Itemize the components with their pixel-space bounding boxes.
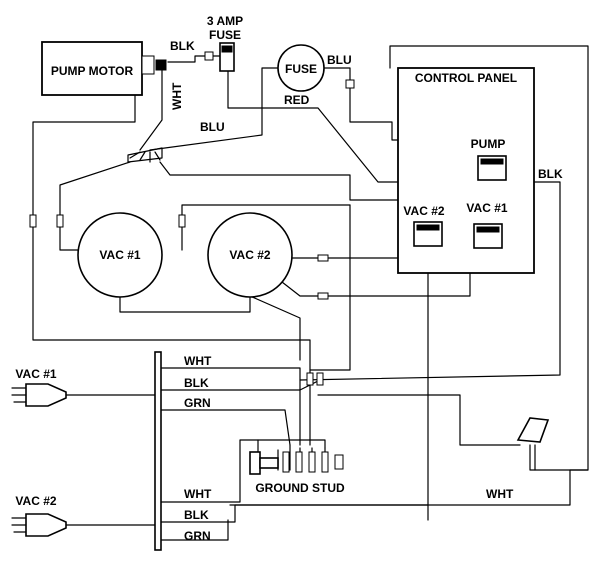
terminal-mid-1 [317,254,329,262]
switch-vac2-label: VAC #2 [403,204,444,218]
wire-label-red: RED [284,93,310,107]
wire-harness-fan [129,151,161,163]
terminal-left-1 [29,214,37,228]
wire-bottom-wht [229,469,589,506]
ground-lug-4 [321,451,329,473]
switch-vac1-rocker [476,226,500,233]
wire-panel-down [309,204,351,371]
wire-nut-leads [317,394,536,471]
plug-vac2-prongs [11,517,27,533]
wire-label-pump-wht: WHT [170,82,184,110]
plug-vac2-label: VAC #2 [15,494,56,508]
vac-motor-1-label: VAC #1 [99,248,140,262]
vac-motor-1: VAC #1 [77,212,163,298]
wire-nut [516,417,550,443]
wire-label-cord2-wht: WHT [184,487,212,501]
switch-pump-label: PUMP [471,137,506,151]
terminal-bus-2 [316,372,324,386]
fuse-holder: 3 AMP FUSE [204,14,243,72]
wire-label-cord2-blk: BLK [184,508,209,522]
wire-cord2-grn [159,519,229,541]
terminal-mid-2 [317,292,329,300]
ground-stud-label: GROUND STUD [255,481,345,495]
wire-label-blu: BLU [200,120,225,134]
wire-label-panel-blk: BLK [538,167,563,181]
vac-motor-2: VAC #2 [207,212,293,298]
switch-vac1-label: VAC #1 [466,201,507,215]
wire-labels: BLK WHT BLU RED BLU BLK WHT BLK GRN WHT … [170,39,563,543]
wire-blu-harness [149,67,279,151]
wire-panel-blk-right [299,181,561,381]
terminals [29,214,329,386]
ground-lug-1 [282,451,290,473]
wire-label-fuse-blu: BLU [327,53,352,67]
inline-fuse-label: FUSE [285,62,317,76]
wire-label-cord2-grn: GRN [184,529,211,543]
inline-fuse-body [277,44,325,92]
wire-harness-vac2 [159,161,421,201]
wire-vac-bottom [119,295,251,313]
wire-label-cord1-blk: BLK [184,376,209,390]
ground-bar [154,351,162,551]
wire-pump-motor-left [32,94,311,446]
wire-pump-wht [139,65,163,151]
harness-connector [127,147,163,163]
wire-cord1-wht [159,367,301,446]
pump-motor-connector [141,55,155,75]
fuse-holder-cap [221,45,233,53]
plug-vac1-label: VAC #1 [15,367,56,381]
wire-panel-return [389,45,589,471]
ground-stud-shaft [259,457,279,469]
ground-lug-3 [308,451,316,473]
wire-label-cord1-grn: GRN [184,396,211,410]
vac-motor-2-label: VAC #2 [229,248,270,262]
ground-stud: GROUND STUD [249,451,345,495]
plug-vac1-body [25,383,67,407]
terminal-bus-1 [306,372,314,386]
ground-lug-2 [295,451,303,473]
control-panel-label: CONTROL PANEL [415,71,517,85]
terminal-left-3 [178,214,186,228]
switch-pump-rocker [480,158,504,165]
wire-label-bottom-wht: WHT [486,487,514,501]
ground-lug-5 [334,454,344,470]
plug-vac2: VAC #2 [11,494,67,537]
harness-body [127,147,163,163]
control-panel: CONTROL PANEL PUMP VAC #2 VAC #1 [397,67,535,274]
switch-vac2-rocker [416,224,440,231]
terminal-left-2 [56,214,64,228]
plug-vac1-prongs [11,387,27,403]
fuse-rating-line2: FUSE [209,28,241,42]
wire-nut-body [516,417,550,443]
inline-fuse: FUSE [277,44,355,92]
fuse-holder-clip [204,51,214,61]
pump-motor-plug [155,59,167,71]
wire-cord2-wht [159,439,326,503]
wire-cord1-grn [159,409,291,446]
inline-fuse-clip [345,79,355,89]
plug-vac1: VAC #1 [11,367,67,407]
wire-label-cord1-wht: WHT [184,354,212,368]
wire-label-pump-blk: BLK [170,39,195,53]
wire-vac2-ground [249,295,301,361]
pump-motor-label: PUMP MOTOR [51,64,134,78]
fuse-rating-line1: 3 AMP [207,14,243,28]
pump-motor: PUMP MOTOR [41,41,167,96]
ground-stud-head [249,451,261,475]
plug-vac2-body [25,513,67,537]
vac-motor-2-body [207,212,293,298]
vac-motor-1-body [77,212,163,298]
